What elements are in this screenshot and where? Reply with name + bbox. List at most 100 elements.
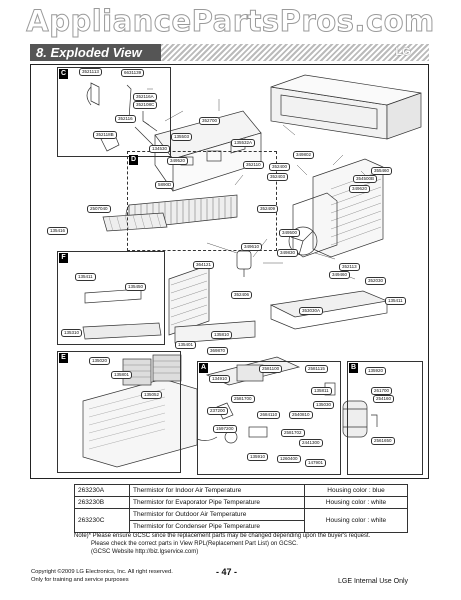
group-c-box xyxy=(57,67,171,157)
part-label: 349500 xyxy=(279,229,301,237)
description-cell: Thermistor for Condenser Pipe Temperatur… xyxy=(129,520,305,533)
part-label: 349610 xyxy=(241,243,263,251)
part-label: 352030 xyxy=(365,277,387,285)
table-row: 263230A Thermistor for Indoor Air Temper… xyxy=(74,484,408,497)
part-label: 2581702 xyxy=(281,429,305,437)
part-label: 135811 xyxy=(311,387,332,395)
part-label: 352400 xyxy=(269,163,291,171)
description-cell: Thermistor for Outdoor Air Temperature xyxy=(129,508,305,521)
part-label: 135310 xyxy=(61,329,83,337)
part-number-cell: 263230B xyxy=(74,496,130,509)
part-label: 2581115 xyxy=(305,365,328,373)
table-row: 263230C Thermistor for Outdoor Air Tempe… xyxy=(74,508,408,533)
part-label: 261700 xyxy=(371,387,393,395)
part-label: 1260400 xyxy=(277,455,301,463)
part-label: 349460 xyxy=(329,271,351,279)
group-a-box xyxy=(197,361,341,475)
part-label: 135030 xyxy=(313,401,335,409)
part-label: 6631139 xyxy=(121,69,145,77)
watermark: AppliancePartsPros.com xyxy=(26,4,435,39)
group-b-box xyxy=(347,361,423,475)
part-label: 352409 xyxy=(257,205,279,213)
housing-cell: Housing color : white xyxy=(304,508,408,533)
group-e-box xyxy=(57,351,181,473)
part-label: 355460 xyxy=(371,167,393,175)
part-label: 349520 xyxy=(167,157,189,165)
part-label: 135411 xyxy=(75,273,96,281)
housing-cell: Housing color : blue xyxy=(304,484,408,497)
part-label: 134530 xyxy=(149,145,171,153)
note-line: Note)* Please ensure GCSC since the repl… xyxy=(74,533,371,539)
group-tag-a: A xyxy=(199,363,208,373)
part-label: 135052 xyxy=(141,391,163,399)
part-label: 354500B xyxy=(353,175,378,183)
copyright-text: Copyright ©2009 LG Electronics, Inc. All… xyxy=(31,569,173,575)
part-label: 369870 xyxy=(207,347,229,355)
part-label: 2684110 xyxy=(257,411,281,419)
part-label: 352110 xyxy=(243,161,264,169)
part-label: 352108C xyxy=(133,101,158,109)
part-label: 237200 xyxy=(207,407,229,415)
replacement-note: Note)* Please ensure GCSC since the repl… xyxy=(74,532,434,556)
part-label: 135450 xyxy=(125,283,147,291)
title-stripe xyxy=(161,44,429,61)
part-number-cell: 263230C xyxy=(74,508,130,533)
part-label: 352406 xyxy=(231,291,253,299)
training-text: Only for training and service purposes xyxy=(31,577,129,583)
part-label: 135503 xyxy=(171,133,193,141)
part-label: 135801 xyxy=(111,371,133,379)
section-title: 8. Exploded View xyxy=(30,44,161,61)
group-d-box xyxy=(127,151,277,251)
part-label: 2540810 xyxy=(289,411,313,419)
note-line: Please check the correct parts in View R… xyxy=(91,541,298,547)
group-f-box xyxy=(57,251,165,345)
description-cell: Thermistor for Indoor Air Temperature xyxy=(129,484,305,497)
part-label: 134910 xyxy=(209,375,231,383)
note-line: (GCSC Website http://biz.lgservice.com) xyxy=(91,549,199,555)
section-logo: LG xyxy=(395,46,411,58)
part-label: 1597200 xyxy=(213,425,237,433)
part-label: 2441300 xyxy=(299,439,323,447)
exploded-view-diagram: C D F E A B 3521113 6631139 352116A 3521… xyxy=(30,64,429,479)
part-label: 349620 xyxy=(349,185,371,193)
part-label: 135910 xyxy=(247,453,269,461)
part-label: 135810 xyxy=(211,331,233,339)
part-label: 254160 xyxy=(373,395,395,403)
part-label: 147901 xyxy=(305,459,327,467)
part-label: 349830 xyxy=(277,249,299,257)
group-tag-e: E xyxy=(59,353,68,363)
part-number-cell: 263230A xyxy=(74,484,130,497)
part-label: 3521113 xyxy=(79,68,102,76)
table-row: Thermistor for Condenser Pipe Temperatur… xyxy=(75,520,408,533)
part-label: 135020 xyxy=(89,357,111,365)
group-tag-f: F xyxy=(59,253,68,263)
group-tag-b: B xyxy=(349,363,358,373)
part-label: 352113 xyxy=(339,263,360,271)
part-label: 2507040 xyxy=(87,205,111,213)
page-number: - 47 - xyxy=(216,567,238,577)
part-label: 135532A xyxy=(231,139,256,147)
part-label: 5890D xyxy=(155,181,175,189)
part-label: 352118B xyxy=(93,131,117,139)
part-label: 135401 xyxy=(175,341,197,349)
table-row: 263230B Thermistor for Evaporator Pipe T… xyxy=(74,496,408,509)
housing-cell: Housing color : white xyxy=(304,496,408,509)
part-label: 2581100 xyxy=(259,365,283,373)
part-label: 349802 xyxy=(293,151,315,159)
part-label: 352403 xyxy=(267,173,289,181)
part-label: 353030A xyxy=(299,307,324,315)
part-label: 2561650 xyxy=(371,437,395,445)
part-label: 135416 xyxy=(47,227,69,235)
thermistor-table: 263230A Thermistor for Indoor Air Temper… xyxy=(74,484,408,533)
part-label: 135411 xyxy=(385,297,406,305)
footer-left: Copyright ©2009 LG Electronics, Inc. All… xyxy=(31,568,173,584)
part-label: 352700 xyxy=(199,117,221,125)
part-label: 135920 xyxy=(365,367,387,375)
group-tag-d: D xyxy=(129,155,138,165)
part-label: 352116 xyxy=(115,115,136,123)
part-label: 2581700 xyxy=(231,395,255,403)
description-cell: Thermistor for Evaporator Pipe Temperatu… xyxy=(129,496,305,509)
exploded-view-drawing xyxy=(82,74,422,468)
internal-use-label: LGE Internal Use Only xyxy=(338,578,409,585)
part-label: 364121 xyxy=(193,261,215,269)
